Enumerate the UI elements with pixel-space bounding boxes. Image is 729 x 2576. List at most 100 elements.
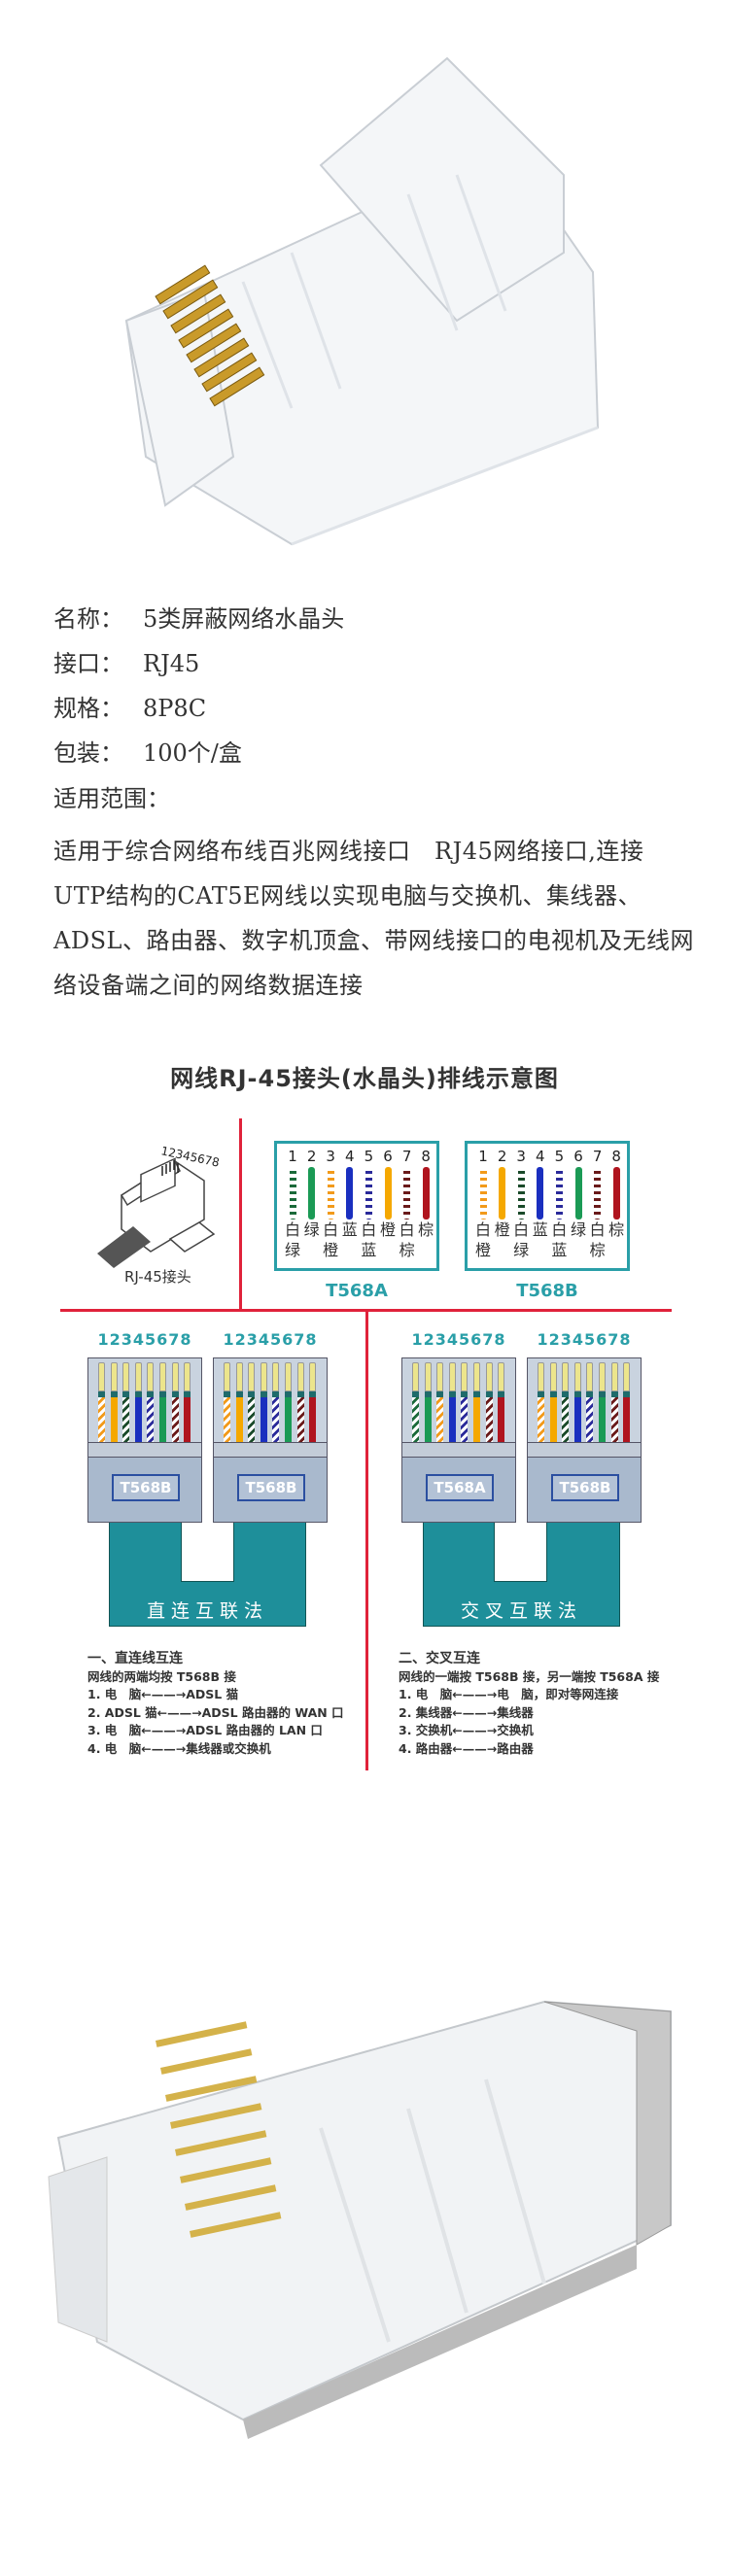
notes-line: 3. 电 脑←——→ADSL 路由器的 LAN 口 xyxy=(87,1723,323,1738)
spec-key: 包装： xyxy=(53,739,123,767)
wire-color-label: 白 xyxy=(323,1220,339,1239)
spec-value: 5类屏蔽网络水晶头 xyxy=(143,605,345,633)
divider-line xyxy=(365,1310,368,1770)
connector-band xyxy=(527,1443,642,1457)
wire-color-label xyxy=(493,1240,512,1260)
shielded-rj45-plug-photo xyxy=(48,2000,672,2439)
notes-line: 网线的两端均按 T568B 接 xyxy=(87,1668,236,1684)
wire-color-label: 绿 xyxy=(284,1241,300,1259)
connector-pin xyxy=(562,1362,570,1442)
wire-color-label xyxy=(569,1240,588,1260)
pin-number: 6 xyxy=(573,1148,583,1165)
wire-color-label xyxy=(531,1240,550,1260)
wire-swatch xyxy=(612,1167,620,1219)
wire-swatch xyxy=(289,1167,296,1219)
spec-packaging: 包装： 100个/盒 xyxy=(53,738,242,768)
cable-gap xyxy=(181,1522,234,1582)
connector-body: T568B xyxy=(527,1457,642,1523)
spec-key: 名称： xyxy=(53,605,123,633)
standard-label: T568A xyxy=(326,1281,388,1301)
connector-pin xyxy=(309,1362,317,1442)
divider-line xyxy=(239,1118,242,1311)
connector-pin xyxy=(296,1362,304,1442)
connector-band xyxy=(213,1443,328,1457)
connector-pin xyxy=(573,1362,581,1442)
wire-swatch xyxy=(384,1167,392,1219)
connector-pin xyxy=(248,1362,256,1442)
spec-name: 名称： 5类屏蔽网络水晶头 xyxy=(53,604,344,634)
connector-pin xyxy=(98,1362,105,1442)
wire-color-label: 橙 xyxy=(379,1220,396,1239)
wire-swatch xyxy=(364,1167,372,1219)
scope-text: 适用于综合网络布线百兆网线接口 RJ45网络接口,连接UTP结构的CAT5E网线… xyxy=(53,838,694,999)
diagram-title: 网线RJ-45接头(水晶头)排线示意图 xyxy=(170,1065,559,1092)
wire-color-label: 绿 xyxy=(303,1220,320,1239)
connector-head xyxy=(527,1357,642,1443)
connector-pin xyxy=(224,1362,230,1442)
pin-numbers: 12345678 xyxy=(537,1330,632,1349)
pin-numbers: 12345678 xyxy=(97,1330,192,1349)
wire-color-label: 蓝 xyxy=(361,1241,377,1259)
connector-pin xyxy=(586,1362,594,1442)
notes-line: 1. 电 脑←——→ADSL 猫 xyxy=(87,1687,239,1702)
standard-tag: T568B xyxy=(237,1474,305,1501)
pin-number: 7 xyxy=(401,1148,412,1165)
wire-color-label: 白 xyxy=(474,1220,491,1239)
wire-color-label: 白 xyxy=(399,1220,415,1239)
notes-line: 4. 路由器←——→路由器 xyxy=(399,1740,534,1756)
connector-body: T568A xyxy=(401,1457,516,1523)
spec-key: 接口： xyxy=(53,650,123,677)
spec-interface: 接口： RJ45 xyxy=(53,649,199,678)
wire-color-label: 白 xyxy=(284,1220,300,1239)
wire-swatch xyxy=(327,1167,334,1219)
connector-pin xyxy=(498,1362,505,1442)
notes-line: 网线的一端按 T568B 接，另一端按 T568A 接 xyxy=(399,1668,660,1684)
pin-number: 3 xyxy=(326,1148,335,1165)
wire-color-label: 白 xyxy=(551,1220,568,1239)
wire-color-label: 橙 xyxy=(494,1220,510,1239)
wire-color-label xyxy=(607,1240,626,1260)
wire-swatch xyxy=(574,1167,582,1219)
notes-line: 1. 电 脑←——→电 脑，即对等网连接 xyxy=(399,1687,619,1702)
connector-body: T568B xyxy=(213,1457,328,1523)
connector-head xyxy=(87,1357,202,1443)
connector-pin xyxy=(285,1362,292,1442)
standard-label: T568B xyxy=(516,1281,578,1301)
connector-pin xyxy=(134,1362,142,1442)
wire-color-label: 橙 xyxy=(323,1241,339,1259)
wire-swatch xyxy=(499,1167,506,1219)
wire-column: 3 白橙 xyxy=(321,1148,340,1260)
connector-pin xyxy=(235,1362,243,1442)
wire-column: 7 白棕 xyxy=(398,1148,417,1260)
wire-swatch xyxy=(537,1167,544,1219)
wire-color-label: 蓝 xyxy=(532,1220,548,1239)
notes-line: 2. 集线器←——→集线器 xyxy=(399,1704,534,1720)
wire-color-label: 绿 xyxy=(513,1241,530,1259)
spec-value: RJ45 xyxy=(143,650,200,677)
wire-swatch xyxy=(594,1167,602,1219)
connector-pin xyxy=(147,1362,155,1442)
wire-swatch xyxy=(555,1167,563,1219)
spec-key: 规格： xyxy=(53,695,123,722)
connector-pin xyxy=(171,1362,179,1442)
wire-color-label: 棕 xyxy=(399,1241,415,1259)
pin-number: 2 xyxy=(306,1148,317,1165)
plug-label: RJ-45接头 xyxy=(124,1268,191,1286)
method-label-crossover: 交叉互联法 xyxy=(460,1600,582,1622)
spec-value: 100个/盒 xyxy=(143,739,242,767)
connector-pin xyxy=(260,1362,267,1442)
